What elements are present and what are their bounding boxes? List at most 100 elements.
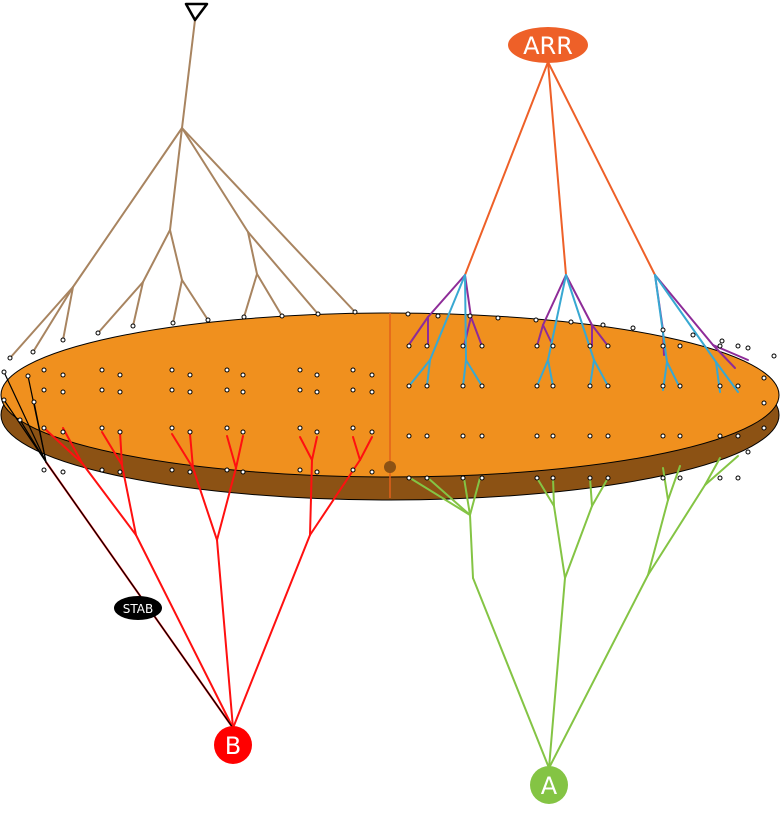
green-tree-edge	[591, 477, 609, 507]
node-dot	[240, 469, 246, 475]
node-dot	[424, 343, 430, 349]
green-tree-edge	[472, 577, 550, 769]
node-dot	[314, 389, 320, 395]
node-dot	[31, 399, 37, 405]
node-dot	[534, 383, 540, 389]
arr-badge-shape	[508, 27, 588, 63]
node-dot	[424, 475, 430, 481]
node-dot	[60, 469, 66, 475]
node-dot	[745, 449, 751, 455]
node-dot	[240, 429, 246, 435]
cyan-tree-edge	[666, 361, 681, 389]
node-dot	[677, 475, 683, 481]
brown-tree-edge	[181, 19, 196, 129]
node-dot	[405, 311, 411, 317]
node-dot	[690, 332, 696, 338]
node-dot	[677, 433, 683, 439]
stab-badge: STAB	[114, 596, 162, 620]
cyan-tree-edge	[462, 359, 467, 387]
brown-tree-edge	[97, 281, 144, 334]
node-dot	[587, 475, 593, 481]
node-dot	[224, 467, 230, 473]
node-dot	[568, 319, 574, 325]
a-badge: A	[530, 766, 568, 804]
node-dot	[187, 389, 193, 395]
node-dot	[600, 322, 606, 328]
red-tree-edge	[171, 433, 194, 469]
node-dot	[297, 367, 303, 373]
green-tree-edge	[667, 465, 681, 501]
green-tree-edge	[552, 477, 555, 507]
stab-label: STAB	[123, 602, 153, 616]
node-dot	[717, 433, 723, 439]
node-dot	[630, 325, 636, 331]
cyan-tree-edge	[547, 359, 554, 387]
node-dot	[495, 315, 501, 321]
purple-tree-edge	[427, 274, 466, 318]
arr-tree-edge	[464, 61, 549, 276]
node-dot	[735, 343, 741, 349]
cyan-tree-edge	[465, 359, 483, 387]
arr-tree-edge	[547, 61, 567, 276]
cyan-tree-edge	[426, 359, 431, 387]
node-dot	[369, 429, 375, 435]
brown-tree-edge	[169, 229, 183, 281]
green-tree-edge	[536, 477, 555, 507]
node-dot	[467, 313, 473, 319]
node-dot	[479, 475, 485, 481]
node-dot	[169, 387, 175, 393]
b-badge: B	[214, 726, 252, 764]
node-dot	[117, 372, 123, 378]
node-dot	[550, 343, 556, 349]
red-tree-edge	[43, 427, 83, 464]
node-dot	[460, 383, 466, 389]
node-dot	[605, 433, 611, 439]
node-dots	[1, 309, 777, 481]
brown-tree-edge	[9, 286, 74, 359]
node-dot	[99, 367, 105, 373]
node-dot	[406, 383, 412, 389]
node-dot	[660, 433, 666, 439]
node-dot	[117, 389, 123, 395]
node-dot	[479, 433, 485, 439]
disk-center-dot	[384, 461, 396, 473]
node-dot	[117, 429, 123, 435]
node-dot	[587, 343, 593, 349]
brown-tree-edge	[181, 279, 209, 321]
green-tree-edge	[553, 505, 566, 579]
node-dot	[550, 433, 556, 439]
green-tree-edge	[409, 477, 471, 516]
b-label: B	[225, 732, 241, 760]
node-dot	[605, 383, 611, 389]
node-dot	[205, 317, 211, 323]
node-dot	[350, 467, 356, 473]
node-dot	[479, 343, 485, 349]
red-tree-edge	[352, 436, 361, 461]
node-dot	[534, 433, 540, 439]
node-dot	[550, 475, 556, 481]
brown-tree-edge	[132, 281, 144, 327]
disk	[0, 312, 780, 501]
cyan-tree-edge	[408, 359, 431, 387]
node-dot	[279, 313, 285, 319]
red-tree-edge	[81, 462, 137, 536]
node-dot	[130, 323, 136, 329]
node-dot	[99, 467, 105, 473]
purple-tree-edge	[712, 344, 736, 369]
red-tree-edge	[232, 534, 311, 729]
node-dot	[534, 343, 540, 349]
node-dot	[297, 467, 303, 473]
purple-tree-edge	[654, 274, 714, 346]
node-dot	[17, 417, 23, 423]
node-dot	[677, 383, 683, 389]
node-dot	[587, 383, 593, 389]
brown-tree-edge	[181, 127, 249, 233]
brown-tree-edge	[169, 127, 183, 231]
green-tree-edge	[647, 484, 706, 576]
red-tree-edge	[299, 436, 313, 461]
arr-tree-edge	[547, 61, 656, 276]
cyan-tree-edge	[715, 361, 739, 393]
node-dot	[479, 383, 485, 389]
node-dot	[297, 387, 303, 393]
node-dot	[660, 383, 666, 389]
